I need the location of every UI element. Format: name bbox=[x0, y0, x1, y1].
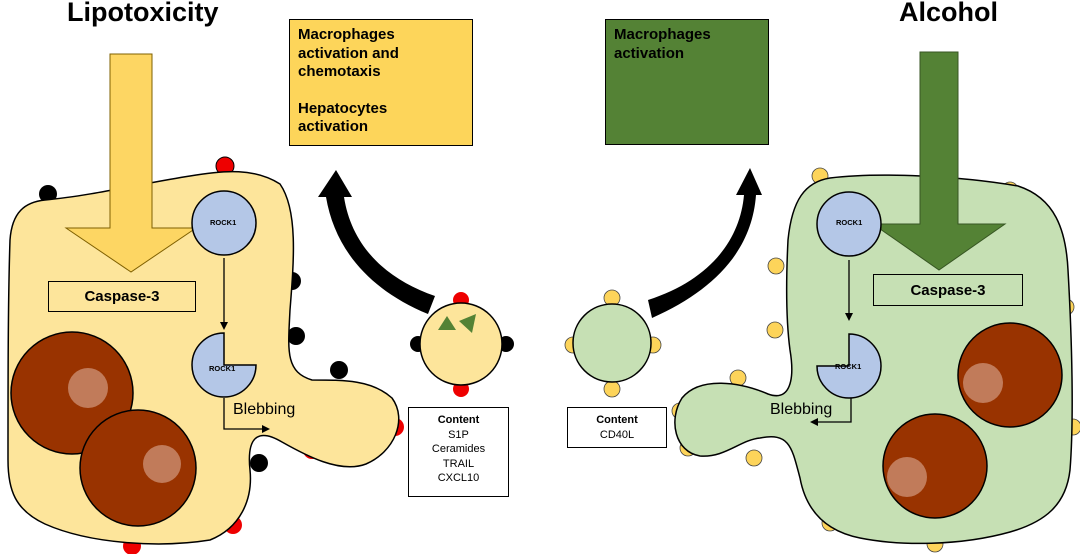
content-item: CD40L bbox=[599, 428, 635, 441]
blebbing-arrow bbox=[223, 398, 262, 430]
alcohol-arrow bbox=[871, 51, 1007, 271]
yellow-surface-dot bbox=[745, 449, 763, 467]
left-caspase-box: Caspase-3 bbox=[48, 281, 196, 312]
content-header: Content bbox=[596, 414, 638, 426]
blebbing-arrow bbox=[818, 398, 852, 423]
yellow-surface-dot bbox=[603, 380, 621, 398]
right-nucleus-2 bbox=[882, 413, 988, 519]
right-caspase-box: Caspase-3 bbox=[873, 274, 1023, 306]
rock1-cleaved-label: ROCK1 bbox=[835, 362, 862, 371]
rock1-intact bbox=[816, 191, 882, 257]
right-nucleus-1 bbox=[957, 322, 1063, 428]
yellow-surface-dot bbox=[767, 257, 785, 275]
rock1-cleaved bbox=[191, 332, 257, 398]
lipotoxicity-arrow bbox=[64, 53, 198, 273]
content-item: TRAIL bbox=[442, 457, 475, 470]
alcohol-title: Alcohol bbox=[899, 0, 998, 27]
outcome-text-line: activation and bbox=[298, 44, 399, 62]
rock1-cleavage-arrowhead bbox=[220, 322, 228, 330]
rock1-intact bbox=[191, 190, 257, 256]
rock1-cleaved-label: ROCK1 bbox=[209, 364, 236, 373]
blebbing-arrowhead bbox=[262, 425, 270, 433]
content-item: Ceramides bbox=[431, 443, 486, 455]
left-curved-arrow bbox=[318, 170, 435, 314]
right-curved-arrow bbox=[648, 168, 762, 318]
outcome-text-line: activation bbox=[614, 44, 685, 62]
lipotoxicity-title: Lipotoxicity bbox=[67, 0, 219, 27]
rock1-cleavage-arrowhead bbox=[845, 313, 853, 321]
content-header: Content bbox=[437, 414, 480, 426]
right-blebbing-label: Blebbing bbox=[770, 401, 833, 418]
vesicle-body bbox=[572, 303, 652, 383]
black-surface-dot bbox=[287, 327, 305, 345]
line-gap bbox=[298, 82, 464, 100]
black-surface-dot bbox=[250, 454, 268, 472]
outcome-text-line: Hepatocytes bbox=[298, 99, 388, 117]
outcome-text-line: Macrophages bbox=[614, 26, 711, 43]
outcome-text-line: chemotaxis bbox=[298, 63, 381, 80]
content-item: CXCL10 bbox=[437, 472, 480, 484]
rock1-intact-label: ROCK1 bbox=[836, 218, 863, 227]
vesicle-body bbox=[419, 302, 503, 386]
content-item: S1P bbox=[448, 428, 469, 441]
outcome-text-line: Macrophages bbox=[298, 26, 395, 43]
left-vesicle bbox=[410, 292, 514, 397]
yellow-surface-dot bbox=[766, 321, 784, 339]
blebbing-arrowhead bbox=[810, 418, 818, 426]
right-vesicle bbox=[564, 289, 662, 398]
left-blebbing-label: Blebbing bbox=[233, 401, 296, 418]
outcome-text-line: activation bbox=[298, 118, 369, 135]
rock1-cleaved bbox=[816, 333, 882, 399]
left-nucleus-2 bbox=[79, 409, 197, 527]
triangle-cargo bbox=[438, 316, 456, 330]
black-surface-dot bbox=[330, 361, 348, 379]
rock1-intact-label: ROCK1 bbox=[210, 218, 237, 227]
triangle-cargo bbox=[459, 314, 476, 333]
